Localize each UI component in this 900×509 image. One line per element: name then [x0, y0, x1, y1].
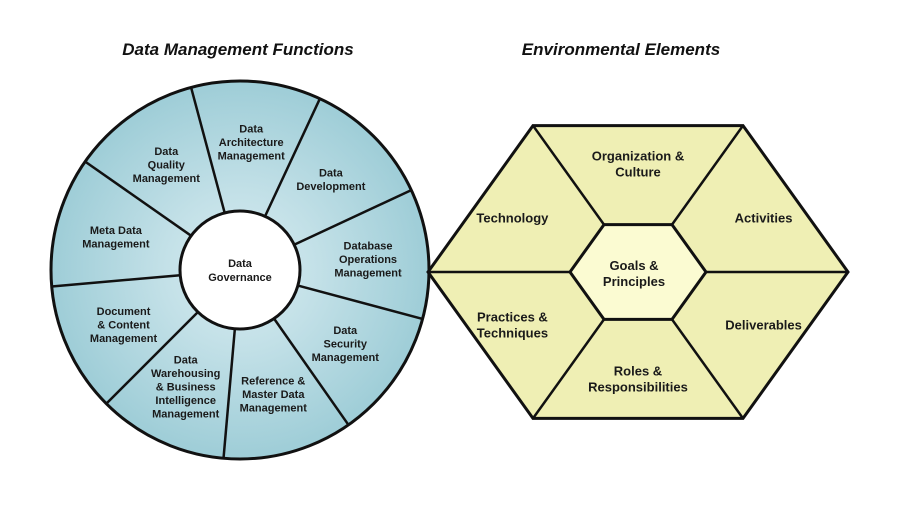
hexagon-segment-organization-culture-line: Organization & [592, 149, 684, 164]
hexagon-inner [568, 223, 708, 321]
wheel-segment-data-architecture-management-line: Data [239, 123, 264, 135]
wheel-center-label-line: Governance [208, 272, 272, 284]
hexagon-segment-organization-culture: Organization &Culture [592, 149, 684, 180]
wheel-segment-reference-master-data-management-line: Management [240, 403, 308, 415]
wheel-segment-database-operations-management-line: Database [344, 240, 393, 252]
wheel-segment-data-quality-management-line: Quality [148, 160, 186, 172]
hexagon-divider [670, 318, 745, 420]
wheel-segment-data-security-management-line: Security [324, 339, 368, 351]
hexagon-divider [670, 124, 745, 226]
wheel-center-label-line: Data [228, 258, 253, 270]
wheel-divider [51, 273, 181, 288]
wheel-segment-document-content-management-line: Management [90, 333, 158, 345]
wheel-divider [222, 329, 237, 459]
hexagon-divider [531, 124, 606, 226]
wheel-segment-data-architecture-management-line: Management [218, 150, 286, 162]
wheel-segment-data-warehousing-bi-management-line: & Business [156, 381, 216, 393]
wheel-segment-document-content-management-line: & Content [97, 319, 150, 331]
hexagon-segment-activities-line: Activities [735, 210, 793, 225]
wheel-segment-data-security-management-line: Management [312, 352, 380, 364]
wheel-segment-data-quality-management-line: Data [154, 146, 179, 158]
environmental-hexagon: Organization &CultureActivitiesDeliverab… [426, 124, 850, 420]
wheel-segment-data-development-line: Data [319, 167, 344, 179]
hexagon-segment-roles-responsibilities-line: Roles & [614, 363, 662, 378]
hexagon-segment-practices-techniques: Practices &Techniques [477, 310, 548, 341]
hexagon-segment-deliverables-line: Deliverables [725, 318, 802, 333]
hexagon-segment-roles-responsibilities-line: Responsibilities [588, 379, 688, 394]
wheel-segment-document-content-management-line: Document [97, 306, 151, 318]
wheel-segment-database-operations-management-line: Management [334, 267, 402, 279]
hexagon-segment-roles-responsibilities: Roles &Responsibilities [588, 363, 688, 394]
hexagon-segment-organization-culture-line: Culture [615, 165, 661, 180]
wheel-segment-database-operations-management-line: Operations [339, 254, 397, 266]
right-title: Environmental Elements [522, 40, 720, 59]
wheel-segment-meta-data-management-line: Meta Data [90, 225, 143, 237]
wheel-segment-reference-master-data-management-line: Master Data [242, 389, 305, 401]
wheel-segment-data-development-line: Development [296, 181, 365, 193]
wheel-divider [84, 160, 192, 237]
wheel-segment-data-warehousing-bi-management-line: Management [152, 408, 220, 420]
hexagon-segment-practices-techniques-line: Techniques [477, 326, 548, 341]
hexagon-center-label: Goals &Principles [603, 258, 665, 289]
wheel-hub [178, 209, 302, 331]
left-title: Data Management Functions [122, 40, 353, 59]
hexagon-divider [531, 318, 606, 420]
wheel-segment-data-warehousing-bi-management-line: Warehousing [151, 368, 220, 380]
hexagon-segment-practices-techniques-line: Practices & [477, 310, 548, 325]
hexagon-segment-deliverables: Deliverables [725, 318, 802, 333]
wheel-segment-data-warehousing-bi-management-line: Data [174, 354, 199, 366]
wheel-segment-meta-data-management-line: Management [82, 238, 150, 250]
hexagon-center-label-line: Goals & [609, 258, 658, 273]
wheel-divider [264, 98, 322, 217]
wheel-divider [105, 311, 199, 405]
wheel-segment-data-architecture-management-line: Architecture [219, 137, 284, 149]
wheel-divider [293, 188, 412, 246]
hexagon-segment-technology-line: Technology [476, 210, 549, 225]
hexagon-segment-technology: Technology [476, 210, 549, 225]
hexagon-segment-activities: Activities [735, 210, 793, 225]
wheel-divider [189, 87, 226, 213]
wheel-divider [297, 284, 423, 321]
wheel-segment-data-security-management-line: Data [333, 325, 358, 337]
wheel-segment-data-quality-management-line: Management [133, 173, 201, 185]
hexagon-center-label-line: Principles [603, 274, 665, 289]
wheel-divider [273, 318, 350, 426]
wheel-segment-data-warehousing-bi-management-line: Intelligence [155, 395, 216, 407]
wheel-segment-reference-master-data-management-line: Reference & [241, 376, 305, 388]
